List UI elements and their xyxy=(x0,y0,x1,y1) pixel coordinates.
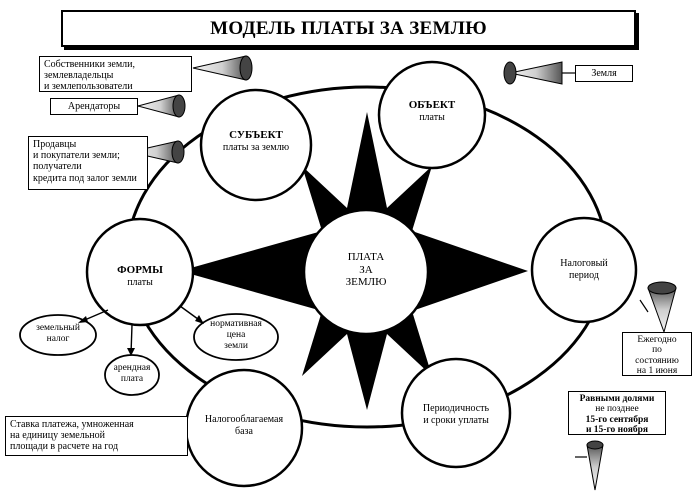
cone-owners xyxy=(192,55,253,81)
center-circle xyxy=(302,208,430,336)
june-line-4: на 1 июня xyxy=(636,366,678,377)
tax-period-circle xyxy=(530,216,638,324)
june-box: Ежегодно по состоянию на 1 июня xyxy=(622,332,692,376)
object-label: ОБЪЕКТ платы xyxy=(387,99,477,123)
cone-sellers xyxy=(129,140,185,164)
tax-period-title: Налоговый xyxy=(560,258,608,269)
tax-base-subtitle: база xyxy=(235,425,253,437)
normative-price-line-2: цена xyxy=(226,329,246,340)
normative-price-oval xyxy=(193,313,279,361)
periodicity-label: Периодичность и сроки уплаты xyxy=(406,403,506,426)
tenants-box: Арендаторы xyxy=(50,98,138,115)
rate-box: Ставка платежа, умноженная на единицу зе… xyxy=(5,416,188,456)
forms-label: ФОРМЫ платы xyxy=(95,264,185,288)
rent-oval xyxy=(104,354,160,396)
sellers-box: Продавцы и покупатели земли; получатели … xyxy=(28,136,148,190)
installments-line-3: 15-го сентября xyxy=(585,414,649,425)
periodicity-subtitle: и сроки уплаты xyxy=(423,414,489,426)
rent-line-1: арендная xyxy=(113,363,151,373)
subject-subtitle: платы за землю xyxy=(222,141,290,153)
tenants-text: Арендаторы xyxy=(67,101,121,112)
cone-land xyxy=(503,61,563,85)
rate-line-1: Ставка платежа, умноженная xyxy=(10,419,134,430)
owners-line-2: землевладельцы xyxy=(44,70,114,82)
rate-line-3: площади в расчете на год xyxy=(10,441,119,453)
normative-price-line-1: нормативная xyxy=(210,319,262,329)
rent-label: арендная плата xyxy=(105,363,159,385)
installments-line-4: и 15-го ноября xyxy=(585,425,649,436)
normative-price-line-3: земли xyxy=(224,340,248,351)
forms-circle xyxy=(85,217,195,327)
land-tax-label: земельный налог xyxy=(20,323,96,345)
forms-title: ФОРМЫ xyxy=(117,264,163,276)
forms-arrowheads xyxy=(78,315,204,356)
center-line-1: ПЛАТА xyxy=(347,251,385,263)
land-tax-line-2: налог xyxy=(46,333,70,344)
june-line-2: по xyxy=(652,345,662,356)
cone-tenants xyxy=(136,94,186,118)
cone-payment xyxy=(586,440,604,491)
installments-line-1: Равными долями xyxy=(579,394,655,404)
installments-line-2: не позднее xyxy=(595,404,639,415)
sellers-line-4: кредита под залог земли xyxy=(33,172,137,184)
normative-price-label: нормативная цена земли xyxy=(194,319,278,352)
subject-label: СУБЪЕКТ платы за землю xyxy=(206,129,306,153)
owners-box: Собственники земли, землевладельцы и зем… xyxy=(39,56,192,92)
rate-line-2: на единицу земельной xyxy=(10,430,105,442)
sellers-line-1: Продавцы xyxy=(33,139,77,150)
periodicity-circle xyxy=(400,357,512,469)
page-title: МОДЕЛЬ ПЛАТЫ ЗА ЗЕМЛЮ xyxy=(61,10,636,47)
sellers-line-2: и покупатели земли; xyxy=(33,150,120,162)
object-subtitle: платы xyxy=(419,111,445,123)
june-line-1: Ежегодно xyxy=(637,335,677,345)
cone-period xyxy=(647,281,677,334)
land-tax-line-1: земельный xyxy=(36,323,80,333)
object-circle xyxy=(377,60,487,170)
forms-subtitle: платы xyxy=(127,276,153,288)
tax-period-label: Налоговый период xyxy=(539,258,629,281)
page-title-text: МОДЕЛЬ ПЛАТЫ ЗА ЗЕМЛЮ xyxy=(210,17,487,39)
center-line-3: ЗЕМЛЮ xyxy=(345,276,387,289)
land-box: Земля xyxy=(575,65,633,82)
tax-base-label: Налогооблагаемая база xyxy=(189,414,299,437)
rent-line-2: плата xyxy=(120,373,144,384)
june-line-3: состоянию xyxy=(635,355,679,366)
tax-base-title: Налогооблагаемая xyxy=(204,414,284,425)
center-line-2: ЗА xyxy=(359,263,373,276)
center-label: ПЛАТА ЗА ЗЕМЛЮ xyxy=(316,251,416,289)
subject-title: СУБЪЕКТ xyxy=(229,129,283,141)
subject-circle xyxy=(199,88,313,202)
sellers-line-3: получатели xyxy=(33,161,82,173)
tax-period-subtitle: период xyxy=(569,269,599,281)
periodicity-title: Периодичность xyxy=(422,403,490,414)
land-text: Земля xyxy=(591,68,617,79)
object-title: ОБЪЕКТ xyxy=(408,99,456,111)
owners-line-3: и землепользователи xyxy=(44,81,133,93)
installments-box: Равными долями не позднее 15-го сентября… xyxy=(568,391,666,435)
owners-line-1: Собственники земли, xyxy=(44,59,135,70)
land-tax-oval xyxy=(19,314,97,356)
